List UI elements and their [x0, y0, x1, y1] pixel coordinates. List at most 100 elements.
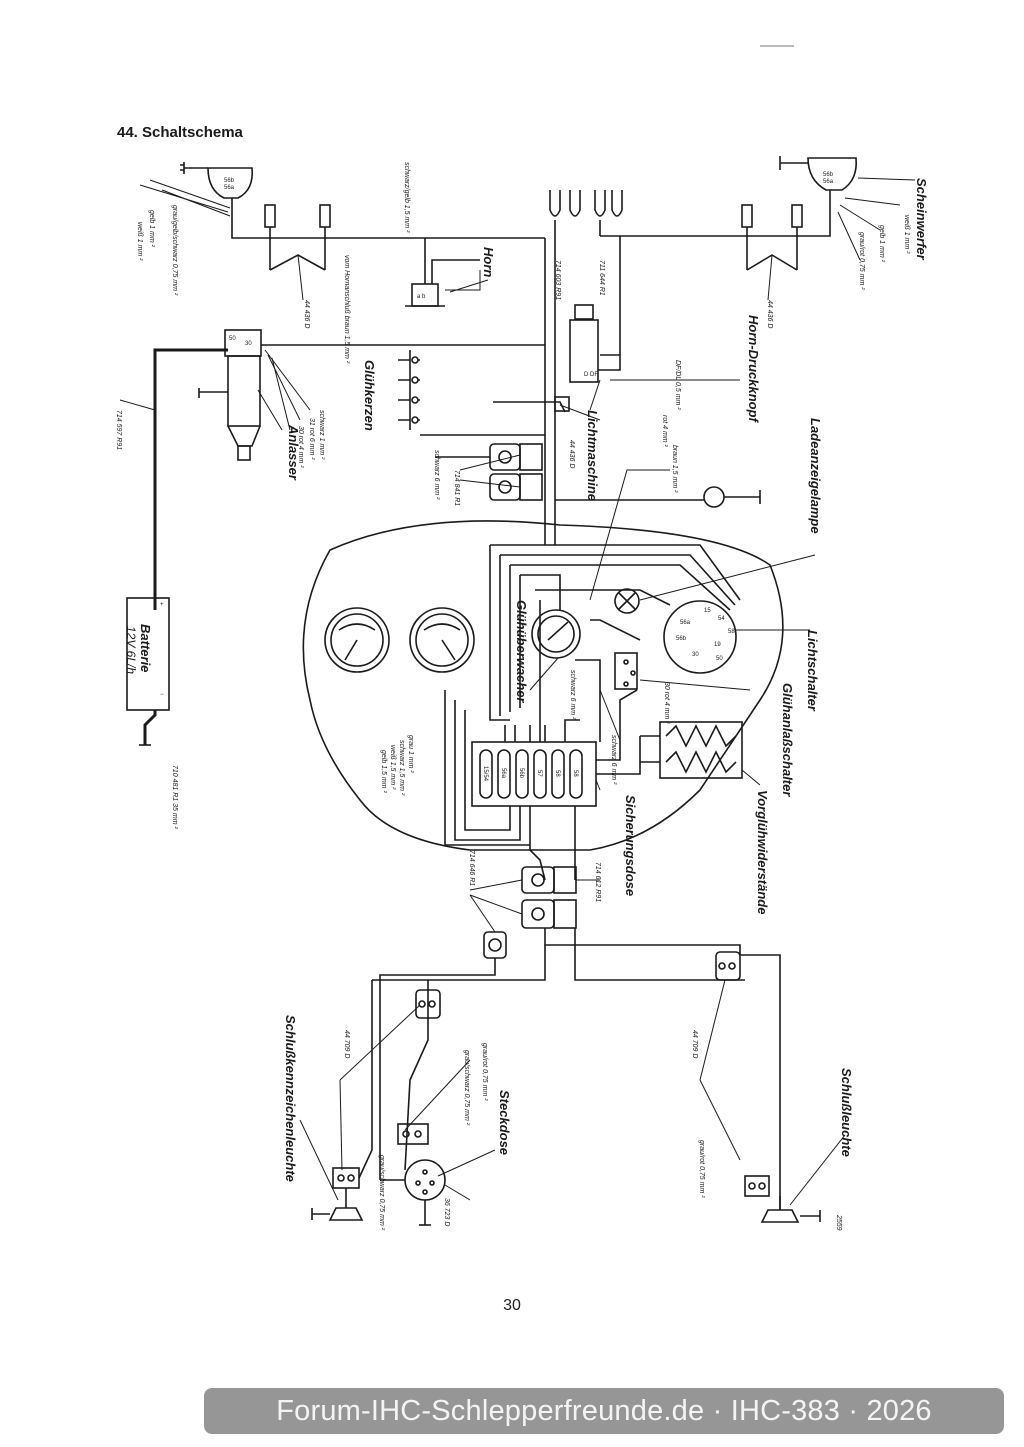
part-number: 714 646 R1: [468, 850, 475, 886]
part-number: 714 597 R91: [115, 410, 122, 450]
label-ladeanzeigelampe: Ladeanzeigelampe: [808, 418, 823, 534]
part-number: 44 709 D: [343, 1030, 350, 1058]
watermark-text: Forum-IHC-Schlepperfreunde.de · IHC-383 …: [276, 1394, 932, 1427]
svg-text:+: +: [160, 602, 164, 608]
part-number: 44 436 D: [303, 300, 310, 328]
wire-label: grau/schwarz 0,75 mm ²: [463, 1050, 470, 1126]
svg-text:50: 50: [716, 656, 723, 662]
part-number: 711 644 R1: [598, 260, 605, 296]
part-number: 714 612 R91: [594, 862, 601, 902]
vorgluehwiderstaende: [640, 721, 743, 779]
svg-text:30: 30: [692, 652, 699, 658]
label-schlussleuchte: Schlußleuchte: [839, 1068, 854, 1157]
svg-text:D DF: D DF: [584, 372, 598, 378]
label-anlasser: Anlasser: [286, 424, 301, 481]
wire-label: grau/rot 0,75 mm ²: [858, 232, 865, 290]
part-number: 2559: [835, 1214, 842, 1231]
part-number: 710 481 R1 35 mm ²: [171, 765, 178, 829]
wire-label: vom Hornanschluß braun 1,5 mm ²: [343, 255, 350, 364]
label-gluehueberwacher: Glühüberwacher: [514, 600, 529, 704]
wire-label: schwarz 6 mm ²: [610, 735, 617, 785]
wire-label: grau 1 mm ²: [407, 735, 414, 773]
svg-text:50: 50: [229, 336, 236, 342]
dashboard-outline: [302, 520, 784, 851]
wire-label: 30 rot 4 mm ²: [663, 682, 670, 724]
horn: a b: [405, 238, 481, 307]
wire-label: gelb 1 mm ²: [878, 225, 885, 263]
schlusskennzeichenleuchte: [311, 980, 373, 1221]
part-number: 44 709 D: [691, 1030, 698, 1058]
page-title: 44. Schaltschema: [117, 124, 243, 141]
leader-44436: [269, 254, 326, 271]
dash-harness: [444, 520, 741, 881]
wire-label: grau/gelb/schwarz 0,75 mm ²: [171, 205, 178, 296]
part-number: 714 603 R91: [554, 260, 561, 300]
fuse-label: 58: [572, 770, 578, 777]
svg-text:15: 15: [704, 608, 711, 614]
ladeanzeigelampe: [614, 588, 640, 614]
wire-label: grau/rot 0,75 mm ²: [698, 1140, 705, 1198]
label-batterie: Batterie: [138, 624, 153, 672]
wire-label: schwarz 6 mm ²: [433, 450, 440, 500]
label-steckdose: Steckdose: [497, 1090, 512, 1155]
gauge-right: [409, 607, 475, 673]
wire-top-left: [231, 198, 545, 239]
lichtschalter: 54 15 58 56a 56b 30 50 19: [663, 600, 737, 674]
wire-top-right: [600, 190, 831, 237]
headlamp-left: 56b 56a: [180, 162, 254, 199]
wire-label: 31 rot 6 mm ²: [308, 418, 315, 460]
fuse-label: 56a: [500, 768, 506, 779]
svg-text:−: −: [160, 692, 164, 698]
wire-label: weiß 1 mm ²: [903, 215, 910, 254]
svg-text:a b: a b: [417, 294, 426, 300]
label-schlusskennzeichenleuchte: Schlußkennzeichenleuchte: [283, 1015, 298, 1182]
gluehueberwacher: [531, 609, 581, 659]
wire-label: gelb 1 mm ²: [148, 210, 155, 248]
headlamp-right: 56b 56a: [779, 156, 858, 191]
svg-text:19: 19: [714, 642, 721, 648]
clip-left-lower: [404, 980, 441, 1171]
wire-label: grau/schwarz 0,75 mm ²: [378, 1155, 385, 1231]
wire-label: weiß 1 mm ²: [136, 222, 143, 261]
anlasser: 50 30: [153, 329, 545, 610]
svg-text:54: 54: [718, 616, 725, 622]
wire-label: rot 4 mm ²: [661, 415, 668, 448]
label-gluehkerzen: Glühkerzen: [362, 360, 377, 431]
cable-clips-upper: [435, 443, 543, 501]
fork-connectors: [544, 190, 623, 520]
label-sicherungsdose: Sicherungsdose: [623, 795, 638, 896]
svg-text:56b: 56b: [224, 178, 235, 184]
connector-left-top: [264, 204, 331, 270]
part-number: 44 436 D: [766, 300, 773, 328]
fuse-label: 58: [554, 770, 560, 777]
fuse-label: 56b: [518, 768, 524, 779]
label-lichtmaschine: Lichtmaschine: [585, 410, 600, 501]
wire-label: braun 1,5 mm ²: [671, 445, 678, 493]
label-horn-druckknopf: Horn-Druckknopf: [746, 315, 761, 424]
svg-text:56b: 56b: [676, 636, 687, 642]
ladeanzeigelampe-socket: [555, 486, 761, 508]
cable-clips-lower: [372, 866, 781, 1210]
watermark-banner: Forum-IHC-Schlepperfreunde.de · IHC-383 …: [204, 1388, 1004, 1434]
label-scheinwerfer: Scheinwerfer: [914, 178, 929, 261]
steckdose-plug: [380, 1123, 446, 1226]
wire-label: weiß 1,5 mm ²: [389, 745, 396, 790]
part-number: 44 436 D: [568, 440, 575, 468]
svg-text:56a: 56a: [680, 620, 691, 626]
wire-label: gelb 1,5 mm ²: [380, 750, 387, 793]
svg-text:30: 30: [245, 341, 252, 347]
schlussleuchte: [744, 1175, 821, 1223]
label-lichtschalter: Lichtschalter: [805, 630, 820, 712]
svg-text:58: 58: [728, 629, 735, 635]
connector-right-top: [741, 204, 803, 270]
batterie: + −: [126, 597, 170, 746]
page-number: 30: [503, 1297, 521, 1314]
wire-label: grau/rot 0,75 mm ²: [481, 1043, 488, 1101]
clip-right-lower: [715, 951, 741, 981]
label-gluehanlassschalter: Glühanlaßschalter: [780, 683, 795, 797]
scan-mark: [760, 45, 794, 47]
svg-text:56b: 56b: [823, 172, 834, 178]
label-horn: Horn: [481, 247, 496, 277]
part-number: 714 841 R1: [453, 470, 460, 506]
fuse-label: 57: [536, 770, 542, 777]
